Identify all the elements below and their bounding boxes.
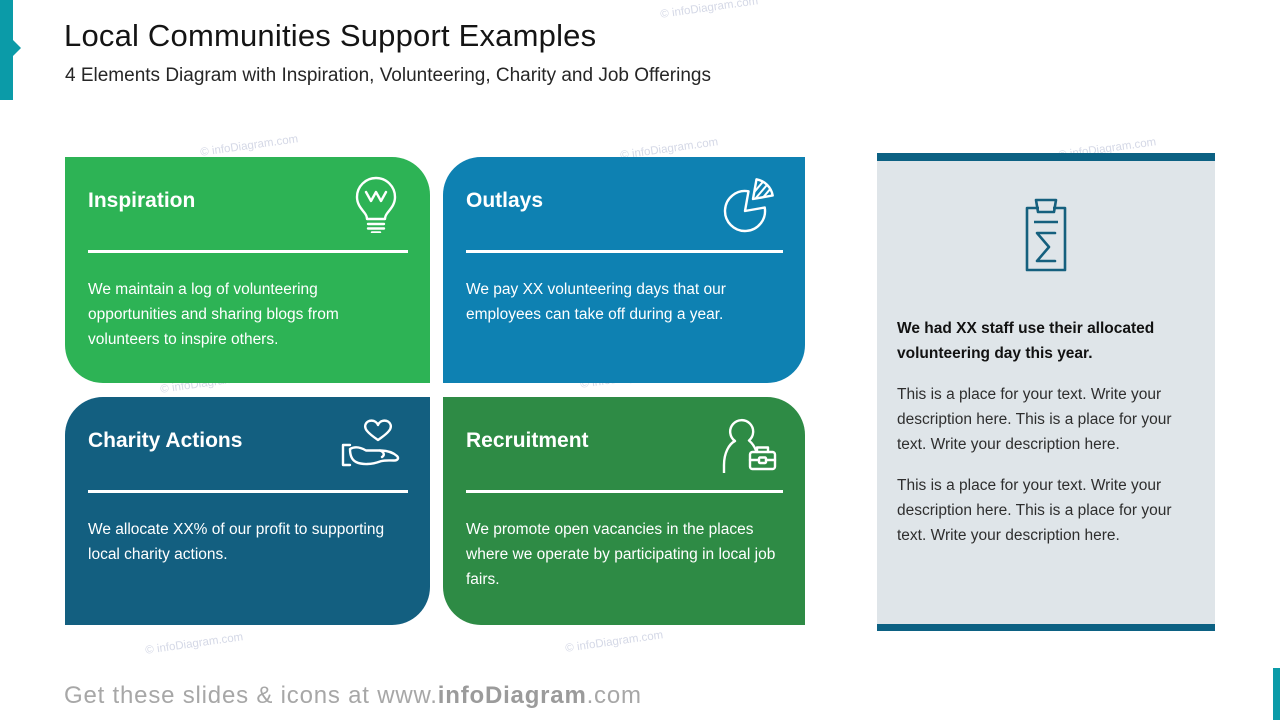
watermark: © infoDiagram.com (564, 629, 664, 655)
card-title: Recruitment (466, 429, 589, 452)
bottom-right-accent-bar (1273, 668, 1280, 720)
card-body: We pay XX volunteering days that our emp… (466, 281, 726, 323)
panel-paragraph-2: This is a place for your text. Write you… (897, 477, 1172, 544)
footer-prefix: Get these slides & icons at www. (64, 682, 438, 709)
panel-bold-text: We had XX staff use their allocated volu… (897, 320, 1155, 362)
hand-heart-icon (338, 415, 404, 471)
card-outlays: Outlays We pay XX volunteering days that… (443, 157, 805, 383)
card-title: Charity Actions (88, 429, 243, 452)
watermark: © infoDiagram.com (144, 631, 244, 657)
card-separator (466, 490, 783, 493)
card-separator (466, 250, 783, 253)
footer-suffix: .com (586, 682, 642, 709)
page-title: Local Communities Support Examples (64, 18, 597, 53)
watermark: © infoDiagram.com (199, 133, 299, 159)
sum-clipboard-icon (1019, 195, 1073, 277)
page-subtitle: 4 Elements Diagram with Inspiration, Vol… (65, 65, 711, 86)
card-inspiration: Inspiration We maintain a log of volunte… (65, 157, 430, 383)
person-briefcase-icon (719, 415, 779, 473)
footer-brand: infoDiagram (437, 682, 587, 709)
left-accent-arrow-icon (13, 40, 21, 56)
lightbulb-idea-icon (348, 175, 404, 233)
footer-credit: Get these slides & icons at www.infoDiag… (64, 682, 642, 710)
pie-chart-icon (719, 175, 779, 233)
card-body: We allocate XX% of our profit to support… (88, 521, 385, 563)
left-accent-bar (0, 0, 13, 100)
card-body: We promote open vacancies in the places … (466, 521, 776, 588)
card-title: Inspiration (88, 189, 196, 212)
panel-paragraph-1: This is a place for your text. Write you… (897, 386, 1172, 453)
card-separator (88, 490, 408, 493)
watermark: © infoDiagram.com (659, 0, 759, 21)
card-recruitment: Recruitment We promote open vacancies in… (443, 397, 805, 625)
card-title: Outlays (466, 189, 544, 212)
card-body: We maintain a log of volunteering opport… (88, 281, 339, 348)
card-charity-actions: Charity Actions We allocate XX% of our p… (65, 397, 430, 625)
summary-panel: We had XX staff use their allocated volu… (877, 153, 1215, 631)
card-separator (88, 250, 408, 253)
